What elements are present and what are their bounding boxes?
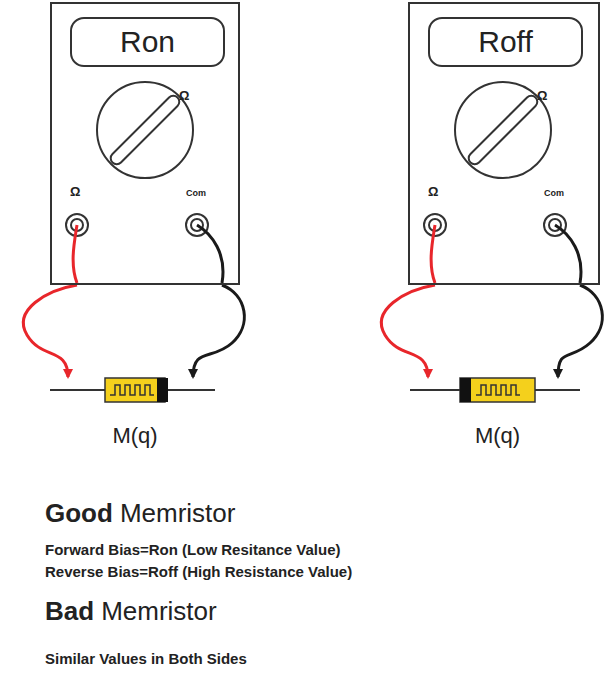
meter-display: Ron <box>70 17 225 67</box>
memristor-symbol: M(q) <box>50 375 215 455</box>
black-probe-lead <box>193 285 244 377</box>
ohm-symbol: Ω <box>537 88 547 103</box>
memristor-drawing <box>50 375 215 415</box>
heading-text: Memristor <box>101 596 217 627</box>
component-label: M(q) <box>75 423 195 449</box>
port-label: Com <box>186 188 206 198</box>
heading-text: Bad <box>45 596 94 627</box>
note-text: Forward Bias=Ron (Low Resitance Value) <box>45 541 341 558</box>
multimeter-body: Ω Ω Com Roff <box>408 2 600 285</box>
display-reading: Roff <box>478 25 532 59</box>
heading-text: Good <box>45 498 113 529</box>
memristor-drawing <box>410 375 580 415</box>
note-text: Similar Values in Both Sides <box>45 650 247 667</box>
red-probe-lead <box>23 285 77 377</box>
red-probe-lead <box>381 285 435 377</box>
ohm-symbol: Ω <box>179 88 189 103</box>
memristor-symbol: M(q) <box>410 375 580 455</box>
ohm-symbol: Ω <box>428 184 438 199</box>
multimeter-body: Ω Ω Com Ron <box>50 2 240 285</box>
port-label: Com <box>544 188 564 198</box>
heading-text: Memristor <box>120 498 236 529</box>
component-label: M(q) <box>438 423 558 449</box>
ohm-symbol: Ω <box>70 184 80 199</box>
display-reading: Ron <box>120 25 175 59</box>
meter-display: Roff <box>428 17 583 67</box>
note-text: Reverse Bias=Roff (High Resistance Value… <box>45 563 352 580</box>
black-probe-lead <box>558 285 602 377</box>
